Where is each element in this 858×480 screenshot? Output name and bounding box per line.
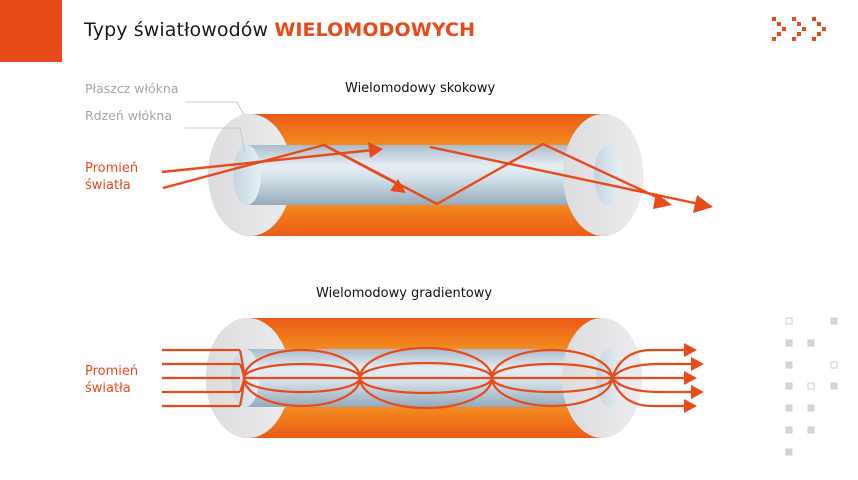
graded-ray-label-line1: Promień	[85, 364, 139, 379]
core-leader-line	[185, 127, 246, 154]
graded-ray-label: Promień światła	[85, 363, 138, 397]
step-core	[247, 145, 621, 205]
triple-chevron-icon	[772, 17, 826, 41]
step-ray-label-line1: Promień	[85, 161, 139, 176]
cladding-leader-line	[185, 101, 245, 116]
core-label: Rdzeń włókna	[85, 108, 173, 123]
step-rays	[161, 142, 713, 213]
step-index-fiber	[185, 101, 643, 236]
cladding-label: Płaszcz włókna	[85, 81, 179, 96]
page-title-accent: WIELOMODOWYCH	[274, 19, 476, 41]
page-title: Typy światłowodów WIELOMODOWYCH	[84, 19, 475, 41]
step-ray-label-line2: światła	[85, 178, 131, 193]
step-core-left-face	[233, 145, 261, 205]
corner-accent-block	[0, 0, 62, 62]
dot-grid-icon	[785, 317, 838, 456]
graded-ray-arrowheads	[684, 343, 704, 413]
graded-ray-label-line2: światła	[85, 381, 131, 396]
graded-index-title: Wielomodowy gradientowy	[316, 286, 493, 301]
page-title-plain: Typy światłowodów	[84, 19, 269, 41]
graded-rays	[162, 346, 695, 410]
step-ray-label: Promień światła	[85, 160, 138, 194]
step-index-title: Wielomodowy skokowy	[345, 81, 496, 96]
